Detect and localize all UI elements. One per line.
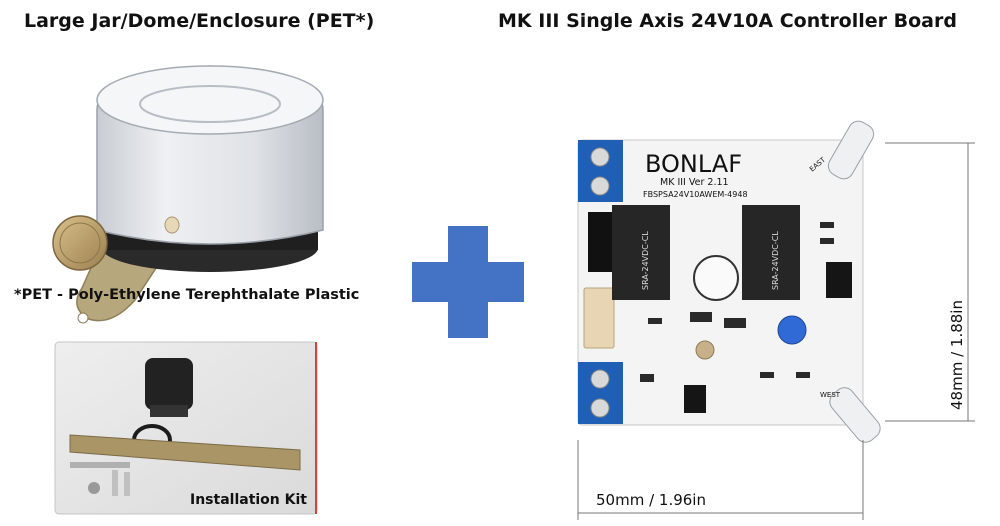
kit-bracket [69,434,301,471]
sensor-circle [693,255,739,301]
led-east [827,120,875,180]
potentiometer [777,315,807,345]
controller-title: MK III Single Axis 24V10A Controller Boa… [498,10,957,32]
dome-sensor [164,216,180,234]
dome-top [96,65,324,135]
west-label: WEST [820,391,841,399]
width-dimension: 50mm / 1.96in [596,491,706,509]
bracket-hole [77,312,89,324]
coin-inner-ring [59,222,101,264]
smd-components [640,222,834,382]
board-version: MK III Ver 2.11 [660,177,729,188]
kit-screws [70,462,130,496]
relay-right [742,205,800,300]
relay-right-label: SRA-24VDC-CL [771,231,780,290]
dimension-lines [577,142,975,520]
board-part-number: FBSPSA24V10AWEM-4948 [643,190,748,199]
diode-component [588,212,614,272]
board-brand: BONLAF [645,150,742,178]
cable-gland [145,358,193,410]
controller-board-image: BONLAF MK III Ver 2.11 FBSPSA24V10AWEM-4… [577,120,881,443]
fuse-holder [583,287,615,349]
cable-gland-nut [150,405,188,417]
ic-chip-bottom [684,385,706,413]
plus-sign [412,226,524,338]
coin-image [52,215,108,271]
installation-kit-image [54,341,318,515]
ic-chip [826,262,852,298]
enclosure-title: Large Jar/Dome/Enclosure (PET*) [24,10,375,32]
dome-top-ridge [139,85,281,123]
ldr [695,340,715,360]
height-dimension: 48mm / 1.88in [948,300,966,410]
led-west [829,387,881,443]
pet-note: *PET - Poly-Ethylene Terephthalate Plast… [14,287,360,303]
relay-left-label: SRA-24VDC-CL [641,231,650,290]
dome-enclosure-image [52,65,324,324]
installation-kit-label: Installation Kit [190,492,307,508]
relay-left [612,205,670,300]
